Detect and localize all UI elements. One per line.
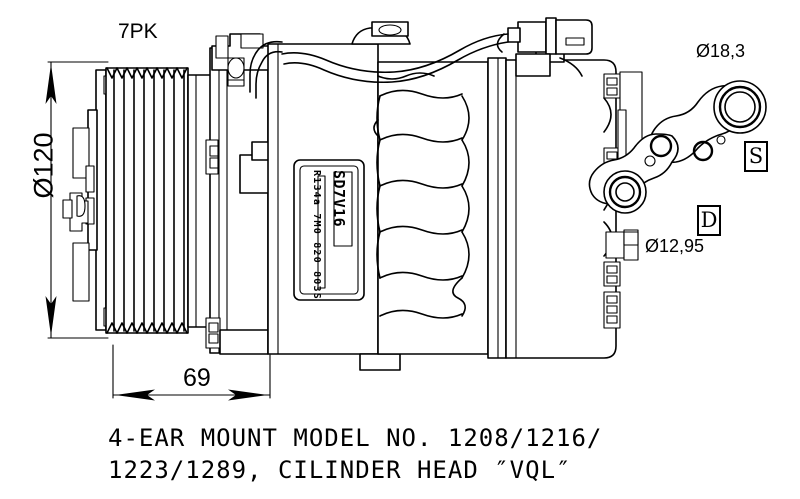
electrical-connector	[507, 17, 593, 77]
dimension-pulley-diameter	[45, 61, 109, 339]
discharge-port-marker: D	[697, 205, 721, 236]
nameplate-spec-text: R134a 7M0 820 803S	[311, 170, 322, 300]
belt-profile-label: 7PK	[118, 20, 158, 43]
dimension-length-69	[112, 344, 271, 401]
pulley-clutch-assembly	[62, 67, 213, 334]
length-dimension-label: 69	[183, 364, 211, 392]
wire-harness	[249, 33, 583, 99]
nameplate-plate	[293, 159, 365, 301]
suction-port-diameter-label: Ø18,3	[696, 41, 746, 61]
title-block-line-1: 4-EAR MOUNT MODEL NO. 1208/1216/	[108, 424, 603, 452]
discharge-port-diameter-label: Ø12,95	[645, 236, 705, 256]
pulley-diameter-label: Ø120	[28, 132, 59, 199]
front-housing	[205, 33, 279, 355]
discharge-port-detail	[588, 133, 679, 214]
title-block-line-2: 1223/1289, CILINDER HEAD ″VQL″	[108, 456, 572, 484]
cylinder-block	[373, 57, 507, 359]
nameplate-model-text: SD7V16	[330, 170, 348, 228]
suction-port-marker: S	[744, 141, 768, 172]
